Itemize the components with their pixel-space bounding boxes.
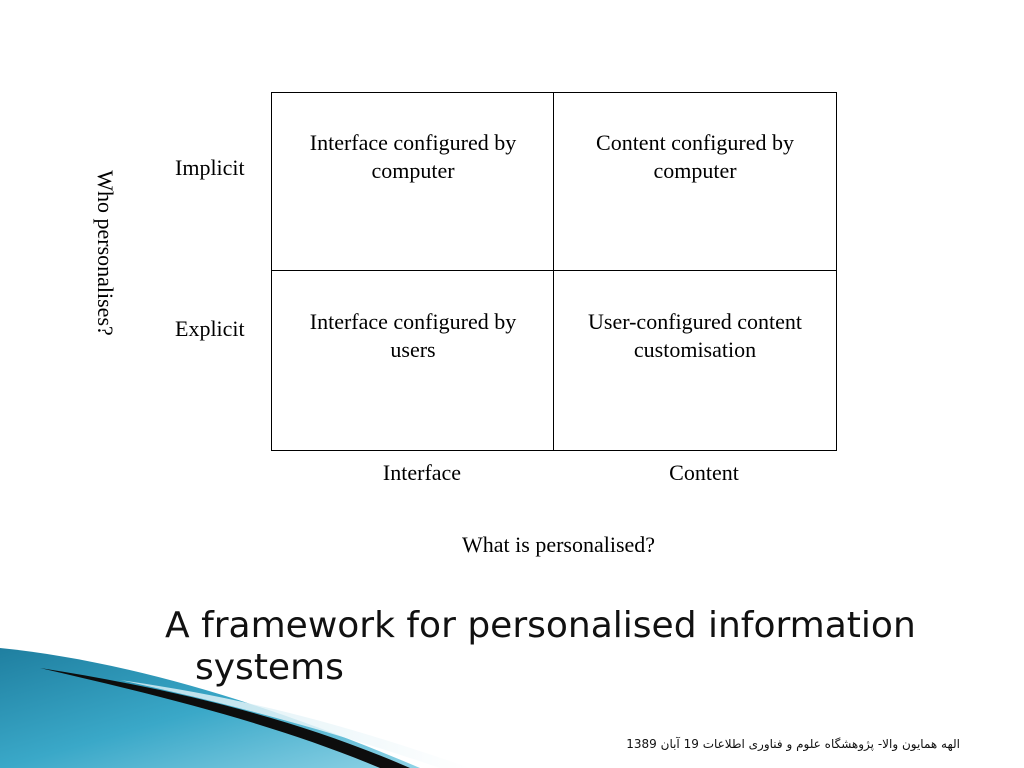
cell-line2: computer <box>371 158 455 183</box>
column-label-content: Content <box>669 460 739 485</box>
row-label-explicit: Explicit <box>175 316 245 341</box>
cell-line2: users <box>390 337 436 362</box>
cell-line2: computer <box>653 158 737 183</box>
x-axis-title: What is personalised? <box>462 532 656 557</box>
cell-implicit-content: Content configured by computer <box>553 92 837 272</box>
cell-implicit-interface: Interface configured by computer <box>271 92 555 272</box>
slide-title-line1: A framework for personalised information <box>165 605 916 646</box>
cell-line1: Interface configured by <box>309 309 517 334</box>
slide-footer: الهه همایون والا- پژوهشگاه علوم و فناوری… <box>626 737 960 751</box>
y-axis-title: Who personalises? <box>93 170 118 336</box>
cell-line2: customisation <box>633 337 757 362</box>
row-label-implicit: Implicit <box>175 155 245 180</box>
cell-line1: User-configured content <box>588 309 802 334</box>
cell-explicit-interface: Interface configured by users <box>271 270 555 451</box>
slide-title: A framework for personalised information… <box>165 605 985 689</box>
cell-explicit-content: User-configured content customisation <box>553 270 837 451</box>
cell-line1: Content configured by <box>596 130 794 155</box>
slide-title-line2: systems <box>195 647 344 688</box>
cell-line1: Interface configured by <box>309 130 517 155</box>
column-label-interface: Interface <box>382 460 462 485</box>
